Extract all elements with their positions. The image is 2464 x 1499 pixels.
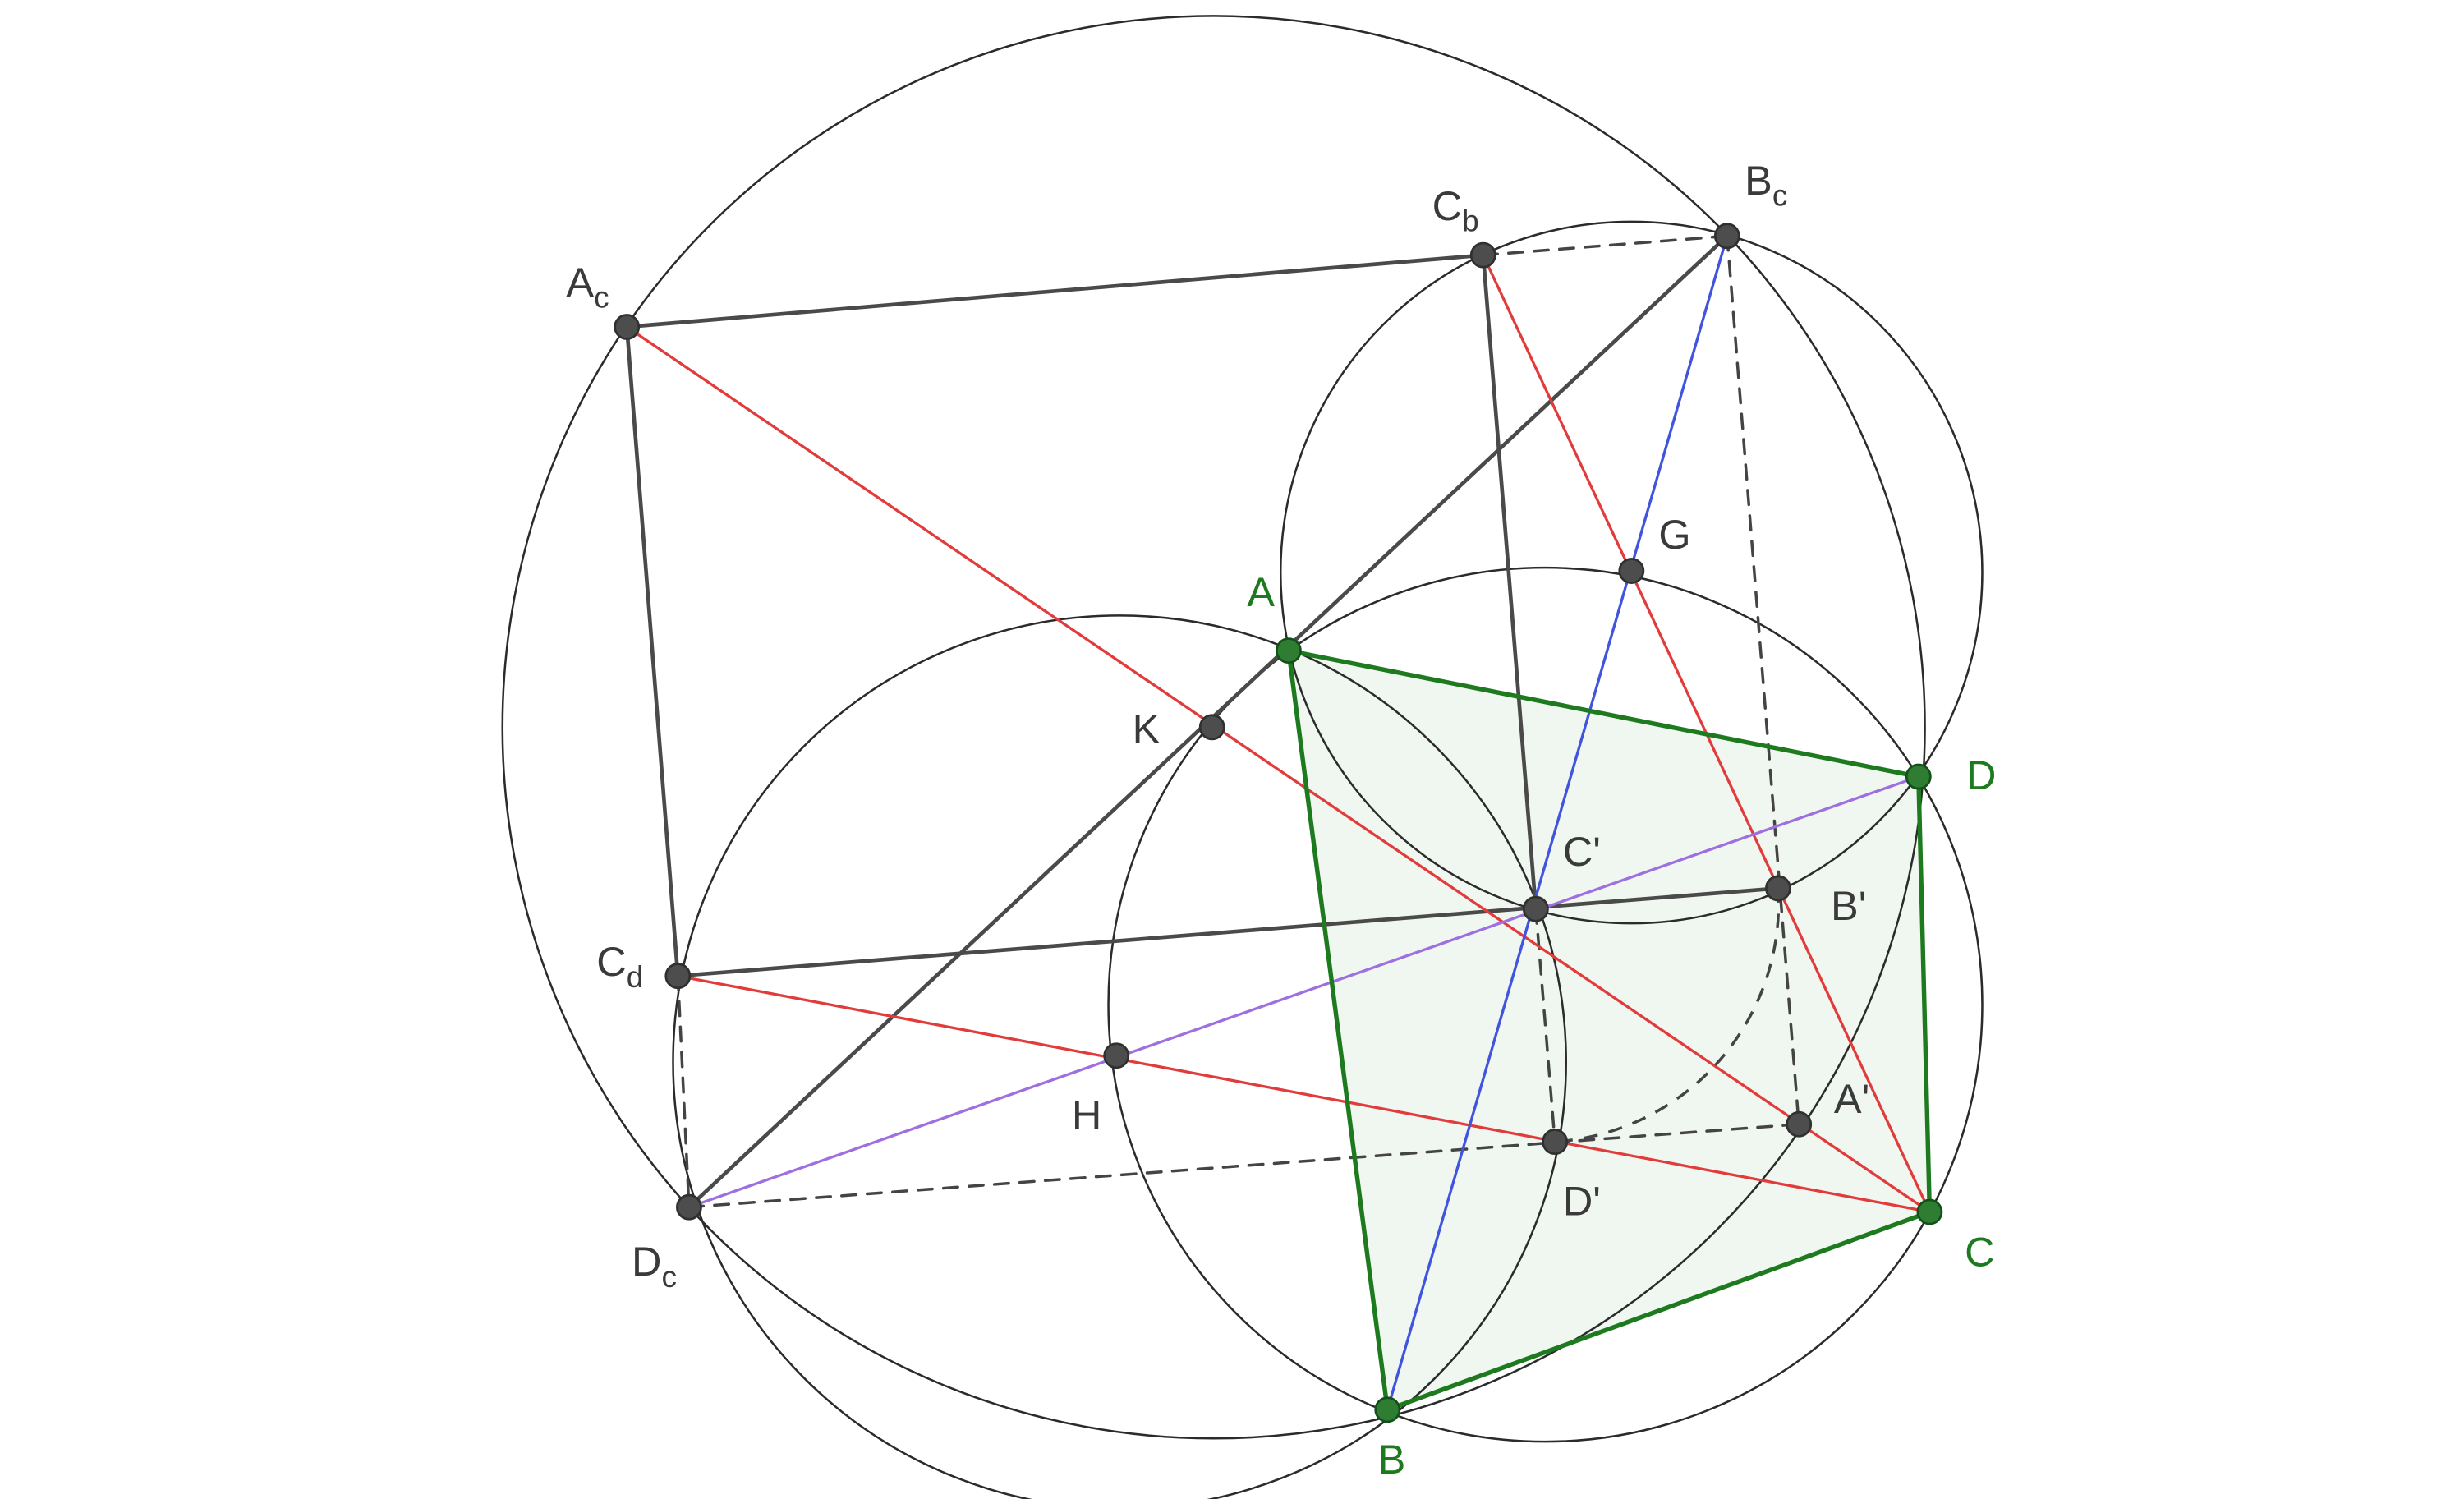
point-cd[interactable] (664, 963, 692, 990)
circle-h-circle (672, 614, 1567, 1499)
line-bc-b (1386, 234, 1729, 1411)
point-dprime[interactable] (1542, 1129, 1569, 1156)
label-a: A (1247, 568, 1275, 615)
point-aprime[interactable] (1786, 1110, 1813, 1138)
point-bprime[interactable] (1765, 875, 1791, 902)
label-h: H (1072, 1092, 1101, 1138)
label-d: D (1966, 752, 1996, 798)
point-g[interactable] (1618, 558, 1645, 584)
line-ac-cd (624, 324, 680, 978)
circles-layer (501, 15, 1984, 1499)
label-aprime: A' (1834, 1075, 1869, 1122)
line-dc-d (687, 775, 1920, 1209)
point-k[interactable] (1198, 714, 1225, 741)
point-h[interactable] (1103, 1042, 1130, 1069)
label-k: K (1133, 706, 1161, 752)
label-sub-dc: c (661, 1260, 676, 1294)
line-cd-bprime (676, 886, 1781, 978)
line-cd-c (676, 974, 1932, 1214)
label-sub-cd: d (627, 960, 644, 994)
quad-fill-layer (1288, 651, 1930, 1410)
line-cd-dc (676, 974, 691, 1209)
label-sub-cb: b (1462, 205, 1479, 238)
label-dc: Dc (632, 1238, 677, 1294)
label-cd: Cd (596, 938, 643, 994)
label-cprime: C' (1563, 828, 1601, 875)
line-cb-cprime (1481, 253, 1538, 911)
line-ac-cb (624, 253, 1486, 329)
circle-g-circle (1279, 220, 1984, 925)
point-dc[interactable] (676, 1193, 702, 1221)
label-bc: Bc (1745, 157, 1787, 213)
label-cb: Cb (1432, 182, 1479, 238)
label-sub-bc: c (1772, 178, 1787, 212)
label-bprime: B' (1831, 882, 1866, 929)
line-dc-aprime (687, 1123, 1800, 1209)
labels-layer: Ac Cb BcG A K D C' B' CdH A' D' Dc C B (566, 157, 1996, 1483)
line-cb-bc (1482, 234, 1729, 257)
point-cprime[interactable] (1522, 895, 1549, 922)
label-c: C (1965, 1229, 1994, 1276)
arc-bprime-dprime (1555, 888, 1781, 1143)
point-c[interactable] (1916, 1198, 1943, 1225)
lines-layer (624, 234, 1932, 1411)
point-cb[interactable] (1469, 241, 1496, 269)
label-g: G (1658, 511, 1690, 558)
circle-k-big (501, 15, 1926, 1440)
point-b[interactable] (1374, 1396, 1401, 1423)
points-layer (614, 223, 1943, 1423)
label-b: B (1378, 1436, 1406, 1483)
label-dprime: D' (1563, 1177, 1601, 1224)
point-a[interactable] (1276, 637, 1302, 664)
label-sub-ac: c (594, 281, 609, 315)
label-ac: Ac (566, 259, 609, 315)
quad-abcd-fill (1288, 651, 1930, 1410)
point-bc[interactable] (1713, 223, 1740, 250)
line-bc-aprime (1726, 234, 1800, 1126)
line-ac-c (625, 325, 1932, 1214)
point-d[interactable] (1905, 763, 1932, 790)
point-ac[interactable] (614, 314, 641, 340)
circle-bcd (1107, 566, 1984, 1443)
